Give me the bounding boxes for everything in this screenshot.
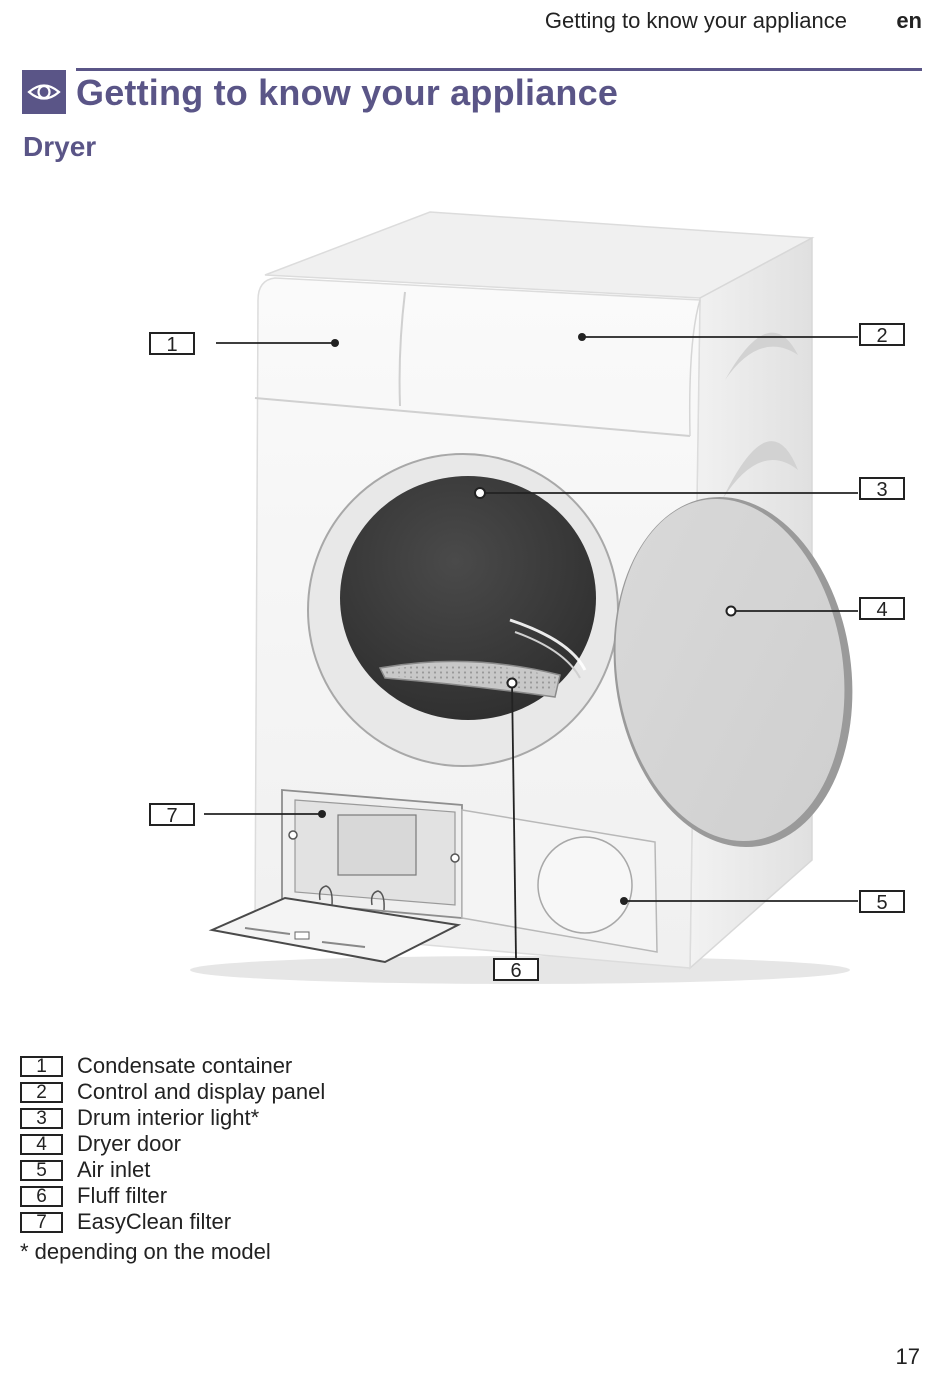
eye-icon [22, 70, 66, 114]
legend-label: Condensate container [77, 1053, 293, 1078]
running-title: Getting to know your appliance [544, 8, 847, 33]
parts-legend: 1 Condensate container 2 Control and dis… [20, 1053, 325, 1235]
legend-label: Fluff filter [77, 1183, 168, 1208]
legend-number: 1 [20, 1055, 63, 1077]
callout-1: 1 [149, 332, 195, 356]
footnote: * depending on the model [20, 1239, 271, 1264]
section-subtitle: Dryer [23, 131, 97, 162]
legend-item: 3 Drum interior light* [20, 1105, 325, 1131]
page-title: Getting to know your appliance [76, 72, 619, 113]
language-code: en [896, 8, 922, 33]
legend-item: 7 EasyClean filter [20, 1209, 325, 1235]
callout-2-label: 2 [876, 325, 887, 347]
running-header: Getting to know your appliance en [0, 8, 950, 36]
legend-item: 6 Fluff filter [20, 1183, 325, 1209]
legend-number: 5 [20, 1159, 63, 1181]
legend-item: 2 Control and display panel [20, 1079, 325, 1105]
dryer-illustration: 1 2 3 4 5 6 7 [149, 211, 905, 984]
legend-item: 1 Condensate container [20, 1053, 325, 1079]
legend-number: 4 [20, 1133, 63, 1155]
callout-6-label: 6 [510, 960, 521, 982]
callout-5: 5 [859, 890, 905, 914]
legend-label: Drum interior light* [77, 1105, 260, 1130]
callout-4-label: 4 [876, 599, 887, 621]
legend-label: EasyClean filter [77, 1209, 232, 1234]
callout-7: 7 [149, 803, 195, 827]
callout-labels: 1 2 3 4 5 6 7 [149, 323, 905, 982]
legend-label: Air inlet [77, 1157, 151, 1182]
heading-rule [76, 68, 922, 71]
legend-number: 7 [20, 1211, 63, 1233]
callout-5-label: 5 [876, 892, 887, 914]
dryer-door-open [613, 496, 853, 848]
callout-dots [318, 333, 737, 905]
callout-3: 3 [859, 477, 905, 501]
legend-number: 6 [20, 1185, 63, 1207]
drum-opening [307, 453, 619, 767]
legend-number: 3 [20, 1107, 63, 1129]
callout-1-label: 1 [166, 334, 177, 356]
callout-4: 4 [859, 597, 905, 621]
callout-7-label: 7 [166, 805, 177, 827]
service-panel [208, 789, 658, 964]
legend-number: 2 [20, 1081, 63, 1103]
page-number: 17 [895, 1344, 920, 1369]
callout-6: 6 [493, 958, 539, 982]
legend-item: 4 Dryer door [20, 1131, 325, 1157]
callout-lines [204, 336, 858, 959]
legend-label: Control and display panel [77, 1079, 326, 1104]
legend-item: 5 Air inlet [20, 1157, 325, 1183]
callout-2: 2 [859, 323, 905, 347]
legend-label: Dryer door [77, 1131, 181, 1156]
callout-3-label: 3 [876, 479, 887, 501]
